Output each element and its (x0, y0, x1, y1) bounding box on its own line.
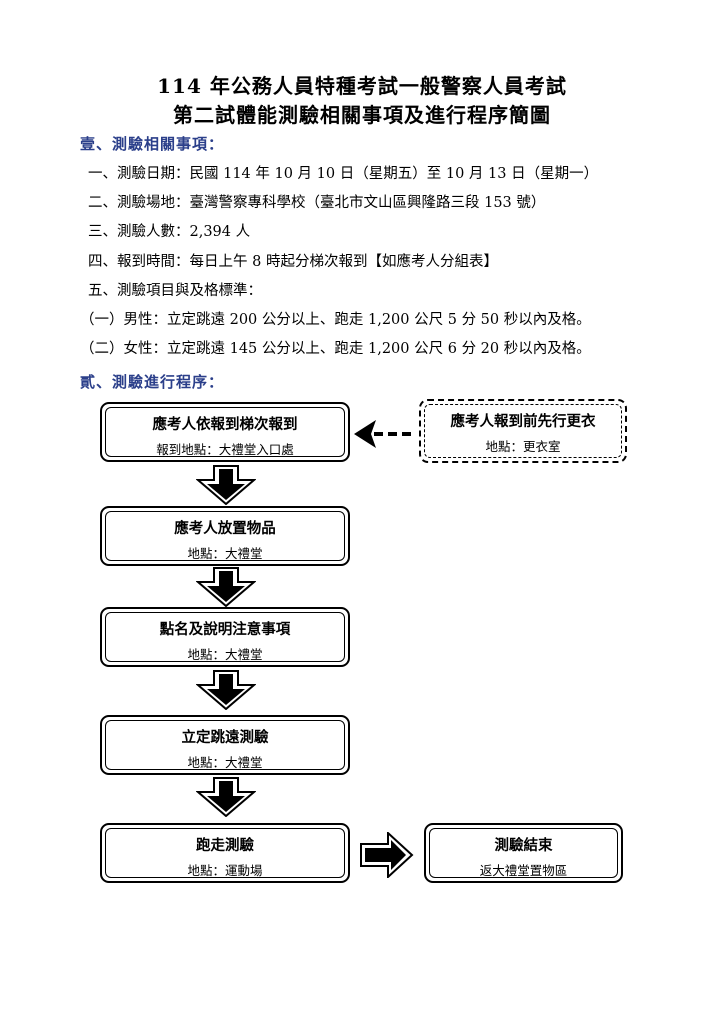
flow-step-title: 跑走測驗 (196, 837, 254, 854)
flow-step-location: 返大禮堂置物區 (479, 863, 568, 878)
flow-step-checkin: 應考人依報到梯次報到 報到地點：大禮堂入口處 (100, 402, 350, 462)
flow-step-location: 地點：大禮堂 (187, 647, 263, 662)
document-title-line-1: 114 年公務人員特種考試一般警察人員考試 (157, 74, 567, 98)
flow-step-end: 測驗結束 返大禮堂置物區 (424, 823, 623, 883)
flow-step-title: 應考人依報到梯次報到 (152, 416, 298, 433)
flow-step-title: 應考人放置物品 (174, 520, 276, 537)
section-1-items: 一、測驗日期：民國 114 年 10 月 10 日（星期五）至 10 月 13 … (80, 162, 599, 366)
flow-step-roll-call: 點名及說明注意事項 地點：大禮堂 (100, 607, 350, 667)
flow-step-title: 立定跳遠測驗 (181, 729, 269, 746)
item-test-date: 一、測驗日期：民國 114 年 10 月 10 日（星期五）至 10 月 13 … (88, 166, 599, 182)
item-test-count: 三、測驗人數：2,394 人 (88, 224, 251, 241)
flow-step-title: 點名及說明注意事項 (159, 621, 291, 638)
down-arrow-icon (196, 567, 256, 607)
down-arrow-icon (196, 465, 256, 505)
flow-step-location: 地點：運動場 (187, 863, 263, 878)
item-test-criteria: 五、測驗項目與及格標準： (88, 282, 262, 299)
dashed-left-arrow-icon (354, 420, 416, 448)
item-criteria-male: （一）男性：立定跳遠 200 公分以上、跑走 1,200 公尺 5 分 50 秒… (80, 311, 591, 328)
section-1-heading: 壹、測驗相關事項： (80, 135, 225, 153)
flow-step-title: 應考人報到前先行更衣 (450, 413, 596, 430)
document-title-line-2: 第二試體能測驗相關事項及進行程序簡圖 (173, 103, 551, 127)
flow-step-location: 報到地點：大禮堂入口處 (156, 442, 294, 457)
flow-step-belongings: 應考人放置物品 地點：大禮堂 (100, 506, 350, 566)
flow-step-location: 地點：更衣室 (485, 439, 561, 454)
right-arrow-icon (360, 832, 414, 878)
flow-step-change-clothes: 應考人報到前先行更衣 地點：更衣室 (419, 399, 627, 463)
flow-step-run-walk: 跑走測驗 地點：運動場 (100, 823, 350, 883)
item-test-venue: 二、測驗場地：臺灣警察專科學校（臺北市文山區興隆路三段 153 號） (88, 195, 546, 212)
flow-step-title: 測驗結束 (494, 837, 553, 854)
down-arrow-icon (196, 670, 256, 710)
down-arrow-icon (196, 777, 256, 817)
flow-step-location: 地點：大禮堂 (187, 755, 263, 770)
section-2-heading: 貳、測驗進行程序： (80, 373, 225, 391)
flow-step-long-jump: 立定跳遠測驗 地點：大禮堂 (100, 715, 350, 775)
flow-step-location: 地點：大禮堂 (187, 546, 263, 561)
item-checkin-time: 四、報到時間：每日上午 8 時起分梯次報到【如應考人分組表】 (88, 253, 498, 270)
item-criteria-female: （二）女性：立定跳遠 145 公分以上、跑走 1,200 公尺 6 分 20 秒… (80, 341, 591, 358)
